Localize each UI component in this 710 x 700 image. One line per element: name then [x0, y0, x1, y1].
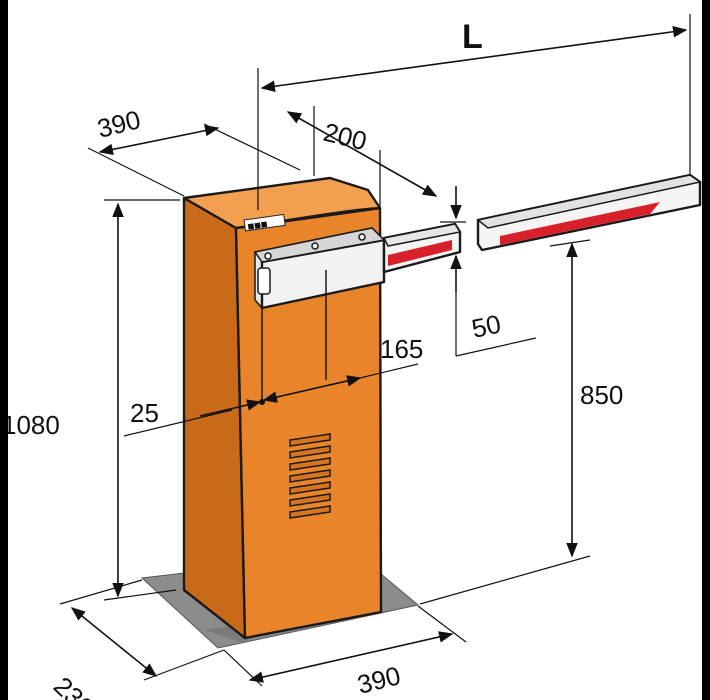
dim-390-top-ext1: [87, 147, 185, 197]
dim-l-label: L: [462, 18, 483, 56]
dim-165-label: 165: [380, 334, 423, 364]
dim-200-line: [286, 111, 438, 197]
brand-plate-mark: ◼◼◼: [247, 219, 268, 231]
dim-390-top-ext2: [203, 123, 301, 171]
dim-390-bottom-line: [248, 631, 454, 683]
ventilation-grille: [289, 433, 331, 519]
dim-25-line: [199, 399, 262, 417]
dim-25-label: 25: [130, 398, 159, 428]
dim-l-line: [260, 26, 688, 92]
dim-230-line: [70, 607, 158, 677]
bracket-screw-2: [311, 242, 319, 250]
dim-850-label: 850: [580, 380, 623, 410]
dim-390-top-line: [98, 124, 220, 156]
dim-1080-ext-bottom: [103, 589, 177, 601]
dim-50-label: 50: [469, 309, 504, 344]
dim-850-ext-bottom: [419, 555, 591, 605]
arm-far-stripe: [500, 202, 660, 245]
dim-1080-label: 1080: [2, 410, 60, 440]
frame-right: [702, 0, 710, 700]
brand-plate: [243, 213, 286, 232]
dim-390-bottom-ext2: [417, 605, 467, 643]
dim-50-leader: [455, 337, 537, 357]
frame-left: [0, 0, 8, 700]
dim-230-ext1: [59, 579, 143, 605]
dim-25-leader: [123, 409, 233, 437]
bracket-clamp: [257, 267, 271, 295]
dim-230-ext2: [143, 649, 225, 681]
arm-far-top: [476, 174, 702, 229]
bracket-screw-3: [358, 233, 366, 241]
dim-165-line: [262, 375, 362, 403]
bracket-screw-1: [264, 252, 272, 260]
arm-stub-stripe: [388, 240, 452, 266]
dim-165-leader: [359, 363, 419, 379]
arm-stub-top: [382, 223, 462, 247]
